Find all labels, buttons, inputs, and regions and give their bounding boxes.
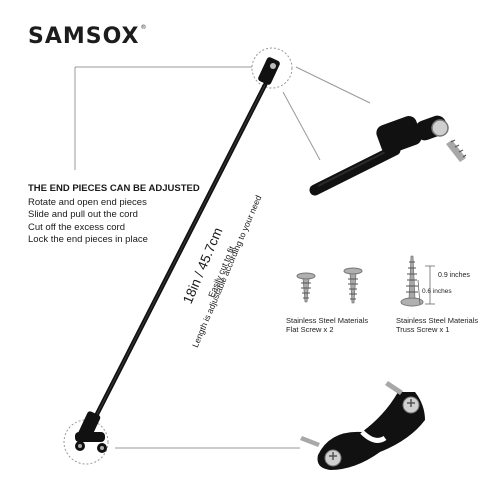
truss-screw-count: Truss Screw x 1 [396,325,450,334]
flat-screw-count: Flat Screw x 2 [286,325,334,334]
dimension-lines [417,265,435,305]
guide-line-diag-top [295,66,371,104]
zoom-circle-top [251,47,293,89]
flat-screw-2-icon [343,267,363,304]
flat-screw-material: Stainless Steel Materials [286,316,369,325]
instruction-step: Rotate and open end pieces [28,196,147,208]
instructions-block: THE END PIECES CAN BE ADJUSTED Rotate an… [28,183,228,247]
bracket-icon [300,381,425,470]
truss-screw-caption: Stainless Steel Materials Truss Screw x … [396,316,478,334]
dimension-long-label: 0.9 inches [438,272,470,279]
truss-screw-material: Stainless Steel Materials [396,316,479,325]
end-piece-bottom-icon [75,411,107,453]
instruction-step: Cut off the excess cord [28,221,125,233]
guide-lines [63,47,371,465]
guide-line-diag-top2 [282,91,321,161]
screw-icon [446,139,467,162]
instructions-heading: THE END PIECES CAN BE ADJUSTED [28,183,200,194]
brand-name: SAMSOX [28,24,140,49]
registered-mark: ® [140,24,148,31]
flat-screw-caption: Stainless Steel Materials Flat Screw x 2 [286,316,368,334]
truss-screw-icon [400,255,424,307]
zoom-circle-bottom [63,419,109,465]
end-piece-top-icon [258,57,280,85]
instruction-step: Slide and pull out the cord [28,209,138,220]
instruction-step: Lock the end pieces in place [28,234,148,245]
flat-screw-1-icon [296,272,316,303]
cord-icon [91,82,268,423]
brand-logo: SAMSOX® [28,24,148,49]
dimension-short-label: 0.6 inches [422,288,452,295]
zoom-end-piece-icon [309,115,467,196]
